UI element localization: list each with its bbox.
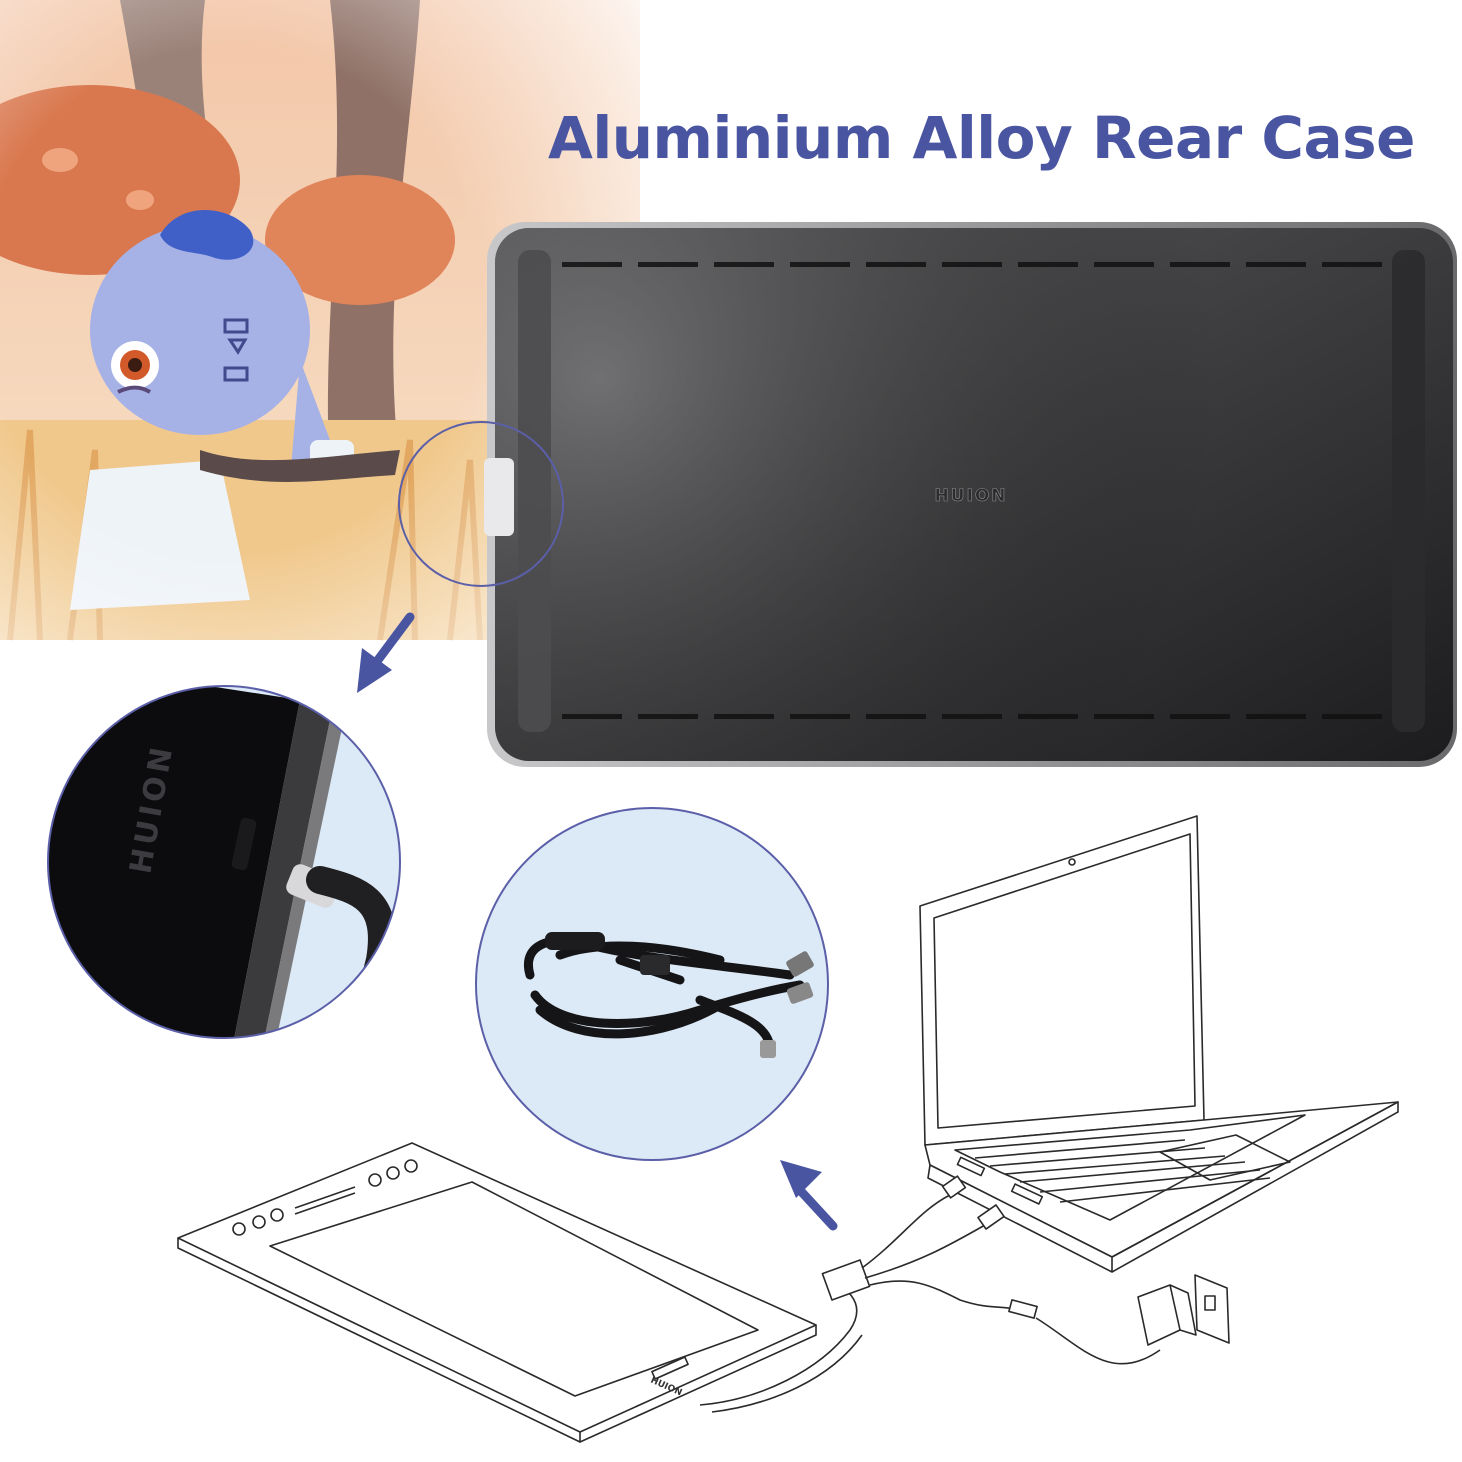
vent-row-bottom	[562, 714, 1382, 719]
vent-row-top	[562, 262, 1382, 267]
case-logo: HUION	[934, 486, 1007, 506]
pen-display-icon	[177, 1142, 817, 1443]
wall-socket-icon	[1194, 1274, 1230, 1344]
arrow-icon	[780, 1160, 838, 1231]
rear-case-icon: HUION	[484, 222, 1457, 767]
cable-paths	[699, 1175, 1161, 1413]
arrow-icon	[357, 612, 415, 693]
tablet-edge	[48, 686, 300, 1038]
headline-title: Aluminium Alloy Rear Case	[548, 104, 1415, 172]
port-callout-circle	[398, 421, 564, 587]
laptop-icon	[919, 815, 1399, 1273]
power-adapter-icon	[1137, 1284, 1197, 1346]
